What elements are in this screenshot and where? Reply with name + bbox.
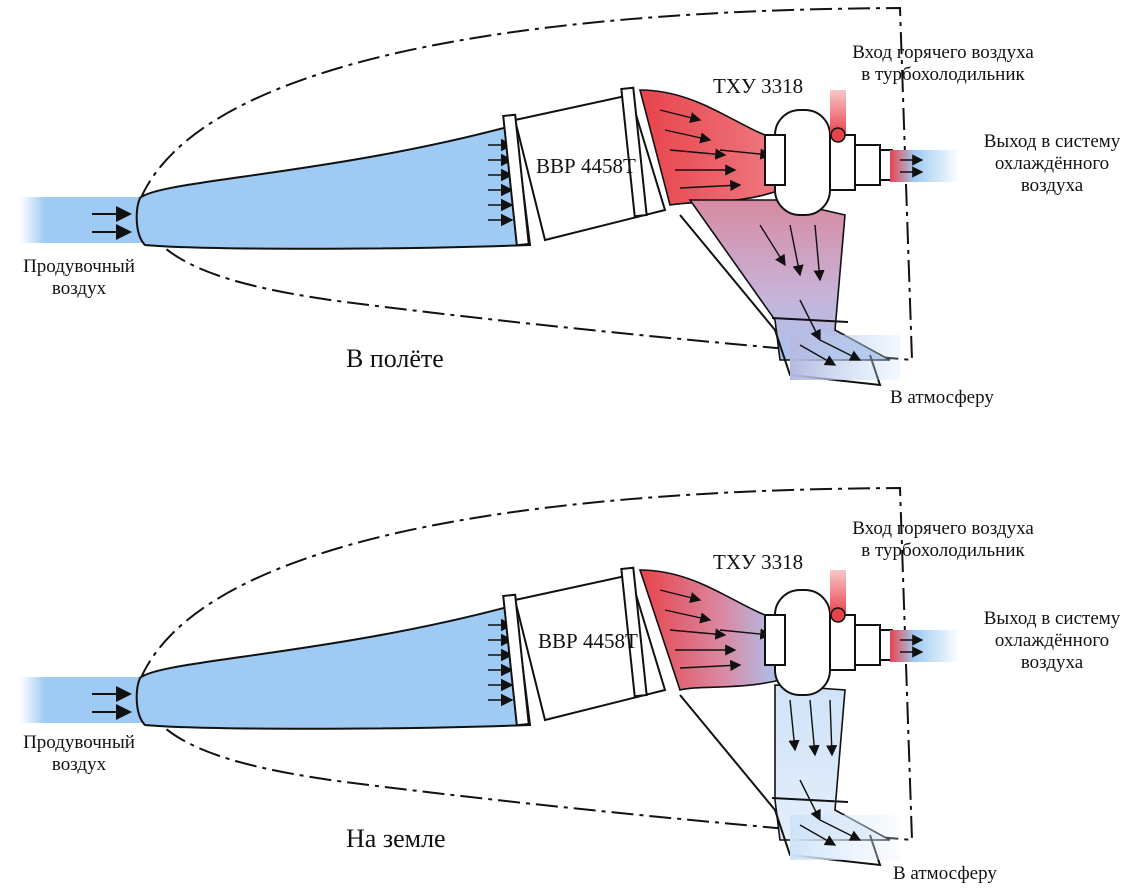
exhaust-stream [790,815,900,860]
hot-air-channel [638,89,781,206]
turbocooler-unit [764,109,893,216]
exhaust-label: В атмосферу [890,387,994,408]
inlet-label: Продувочный воздух [4,732,154,776]
outlet-label-line-3: воздуха [1020,652,1084,673]
inlet-label: Продувочный воздух [4,256,154,300]
hot-air-label: Вход горячего воздуха в турбохолодильник [828,42,1058,86]
hot-air-label-line-1: Вход горячего воздуха [852,42,1034,63]
hot-air-label-line-2: в турбохолодильник [861,64,1025,85]
cooled-air-outlet-stream [890,630,960,662]
outlet-label-line-1: Выход в систему [983,608,1121,629]
cold-air-duct [135,603,532,730]
hot-air-label-line-2: в турбохолодильник [861,540,1025,561]
hot-air-input-pipe [830,570,846,615]
cold-air-duct [135,123,532,250]
ground-diagram-graphic [20,486,960,867]
inlet-label-line-2: воздух [51,754,107,775]
inlet-air-stream [20,677,145,723]
hot-air-input-pipe [830,90,846,135]
turbocooler-unit [764,589,893,696]
outlet-label-line-2: охлаждённого [994,153,1110,174]
outlet-label: Выход в систему охлаждённого воздуха [962,131,1142,197]
exhaust-label: В атмосферу [893,863,997,884]
hot-air-label: Вход горячего воздуха в турбохолодильник [828,518,1058,562]
outlet-label-line-1: Выход в систему [983,131,1121,152]
inlet-label-line-1: Продувочный [23,256,135,277]
heat-exchanger-label: ВВР 4458Т [538,629,638,653]
flight-diagram-graphic [20,6,960,387]
outlet-label-line-3: воздуха [1020,175,1084,196]
inlet-air-stream [20,197,145,243]
outlet-label-line-2: охлаждённого [994,630,1110,651]
panel-title: На земле [346,824,446,853]
panel-title: В полёте [346,344,444,373]
outlet-label: Выход в систему охлаждённого воздуха [962,608,1142,674]
turbocooler-label: ТХУ 3318 [713,74,804,98]
inlet-label-line-1: Продувочный [23,732,135,753]
diagram-panel-flight: Продувочный воздух ВВР 4458Т ТХУ 3318 Вх… [0,0,1148,445]
cooled-air-outlet-stream [890,150,960,182]
exhaust-stream [790,335,900,380]
inlet-label-line-2: воздух [51,278,107,299]
diagram-panel-ground: Продувочный воздух ВВР 4458Т ТХУ 3318 Вх… [0,480,1148,891]
heat-exchanger-label: ВВР 4458Т [536,154,636,178]
hot-air-label-line-1: Вход горячего воздуха [852,518,1034,539]
hot-air-channel [638,569,781,691]
turbocooler-label: ТХУ 3318 [713,550,804,574]
